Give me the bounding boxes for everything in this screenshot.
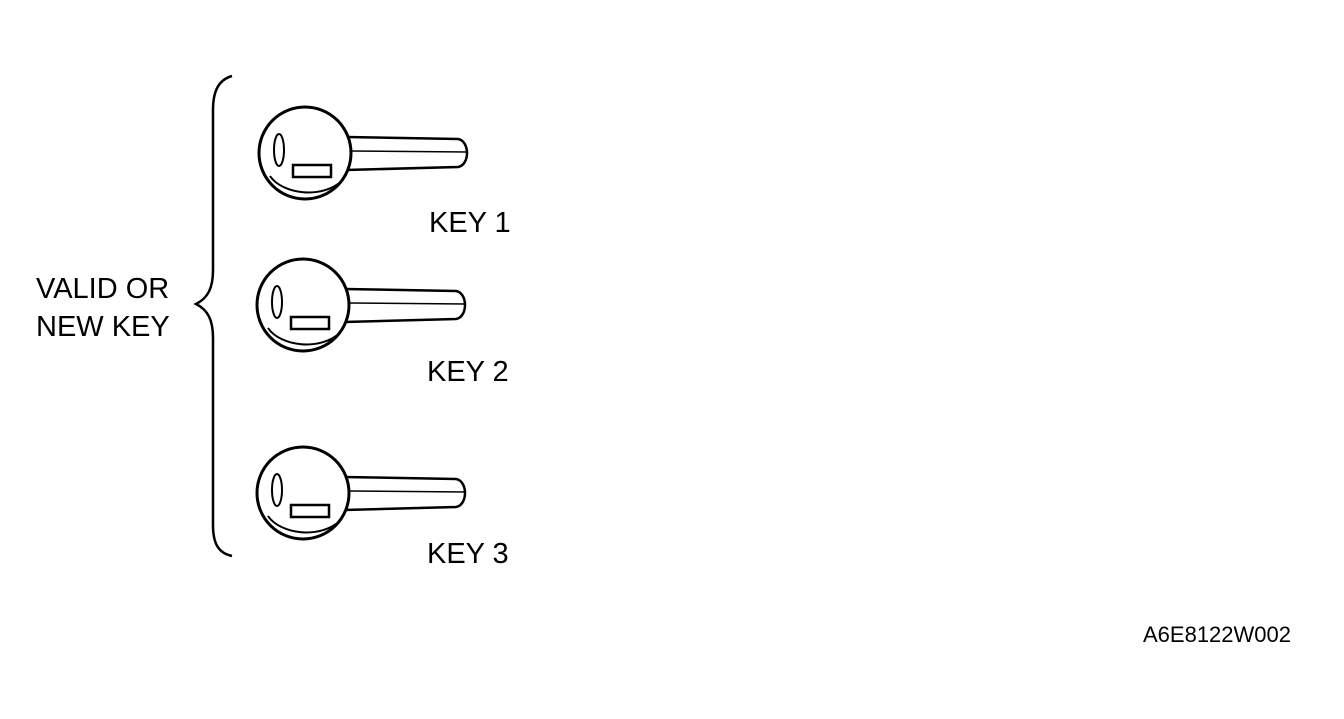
group-label: VALID OR NEW KEY <box>36 270 170 346</box>
group-label-line1: VALID OR <box>36 273 170 305</box>
figure-code: A6E8122W002 <box>1143 622 1291 647</box>
key-label-3: KEY 3 <box>427 538 509 570</box>
group-label-line2: NEW KEY <box>36 311 170 343</box>
key-label-2: KEY 2 <box>427 356 509 388</box>
key-icon <box>255 445 467 541</box>
key-label-1: KEY 1 <box>429 207 511 239</box>
key-icon <box>257 105 469 201</box>
group-brace <box>193 74 233 558</box>
key-icon <box>255 257 467 353</box>
